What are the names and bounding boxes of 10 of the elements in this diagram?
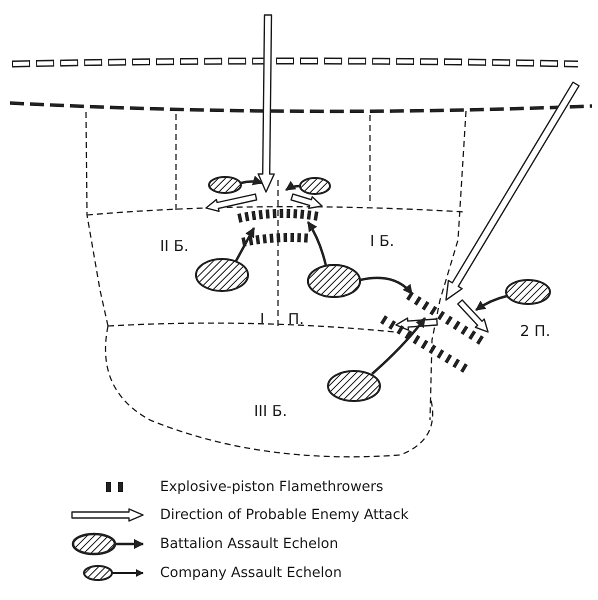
sector-label: П. bbox=[288, 310, 304, 328]
sector-label: III Б. bbox=[254, 402, 288, 420]
legend-label: Battalion Assault Echelon bbox=[160, 535, 338, 553]
sector-label: I bbox=[260, 310, 264, 328]
sector-label: II Б. bbox=[160, 237, 189, 255]
sector-label: I Б. bbox=[370, 232, 394, 250]
legend-label: Explosive-piston Flamethrowers bbox=[160, 478, 384, 496]
legend-label: Direction of Probable Enemy Attack bbox=[160, 506, 409, 524]
legend-label: Company Assault Echelon bbox=[160, 564, 342, 582]
sector-label: 2 П. bbox=[520, 322, 550, 340]
